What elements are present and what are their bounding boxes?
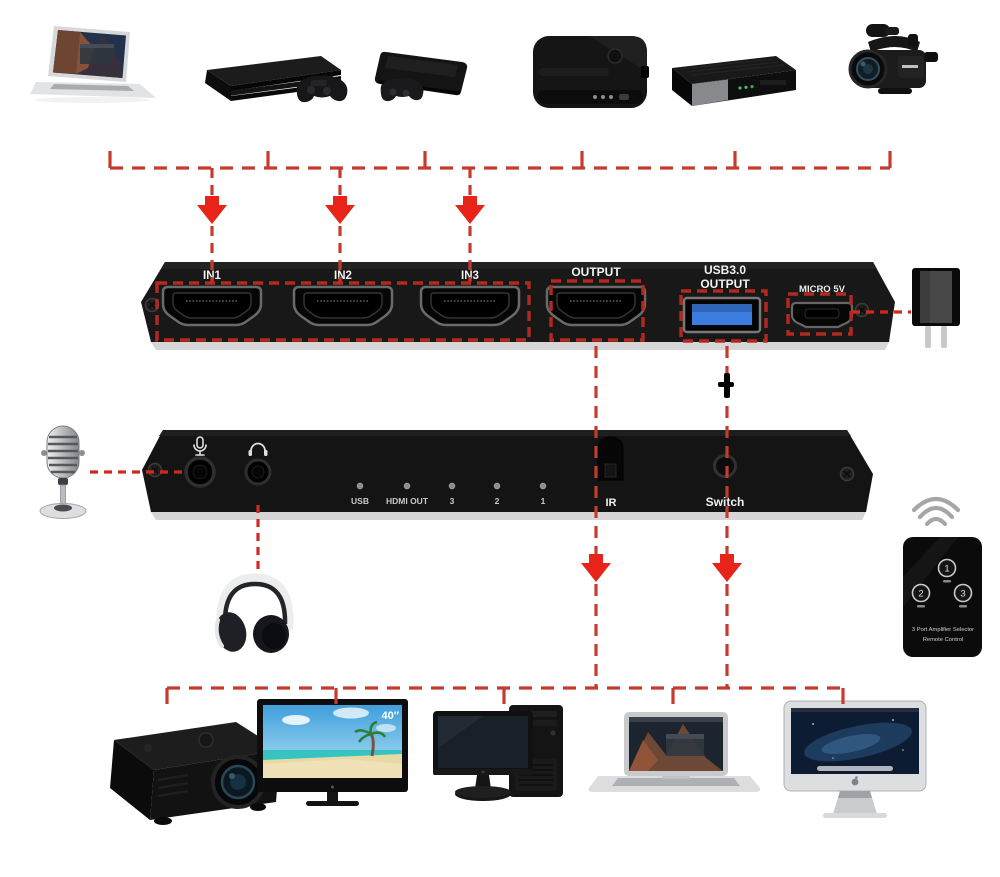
mic-jack: [184, 456, 216, 488]
led-label-hdmi-out: HDMI OUT: [386, 496, 429, 506]
micro-usb-port: [790, 301, 854, 329]
remote-control-icon: 1 2 3 3 Port Amplifier Selector Remote C…: [903, 537, 982, 657]
in3-label: IN3: [461, 270, 479, 282]
streaming-tv-box-icon: [503, 28, 671, 118]
output-arrow-icon: [581, 554, 611, 582]
wireless-signal-icon: [905, 486, 967, 530]
apple-logo-icon: [851, 776, 859, 786]
led-label-2: 2: [495, 496, 500, 506]
switch-front-panel: USB HDMI OUT 3 2 1 IR Switch: [142, 430, 873, 520]
ps4-controller: [296, 75, 348, 103]
hdmi-port-in1: [161, 285, 263, 327]
screw-icon: [144, 297, 160, 313]
input-arrow-icon: [455, 196, 485, 224]
output-arrow-icon: [712, 554, 742, 582]
screw-icon: [854, 302, 870, 318]
switch-label: Switch: [706, 495, 745, 509]
headphone-jack: [244, 458, 272, 486]
remote-button-3-label: 3: [960, 589, 965, 600]
remote-button-2: [911, 583, 931, 603]
switch-button: [713, 454, 737, 478]
switch-rear-panel: IN1 IN2 IN3 OUTPUT USB3.0 OUTPUT MICRO 5…: [141, 262, 895, 350]
status-leds: [356, 482, 547, 490]
tv-size-label: 40″: [381, 710, 399, 722]
ps4-console-icon: [193, 38, 348, 113]
remote-button-1: [937, 558, 957, 578]
camcorder-icon: [838, 18, 943, 113]
desktop-computer-icon: [433, 703, 573, 815]
remote-caption-line2: Remote Control: [923, 637, 964, 643]
remote-button-2-label: 2: [918, 589, 923, 600]
projector-icon: [88, 708, 288, 833]
hdmi-port-in3: [419, 285, 521, 327]
microphone-icon: [28, 423, 98, 523]
ps3-console-icon: [358, 32, 488, 122]
headphones-icon: [208, 570, 303, 662]
remote-caption-line1: 3 Port Amplifier Selector: [912, 627, 974, 633]
led-label-usb: USB: [351, 496, 369, 506]
hdmi-port-in2: [292, 285, 394, 327]
input-arrow-icon: [197, 196, 227, 224]
remote-button-3: [953, 583, 973, 603]
usb-cable-connector-icon: [718, 373, 734, 398]
output-label: OUTPUT: [571, 265, 621, 279]
tv-40-inch-icon: 40″: [256, 698, 411, 813]
usb3-port: [682, 296, 762, 334]
input-arrow-icon: [325, 196, 355, 224]
ir-label: IR: [606, 497, 617, 509]
usb3-label-line1: USB3.0: [704, 263, 746, 277]
macbook-laptop-icon: [588, 710, 760, 810]
macbook-laptop-icon: [28, 22, 166, 117]
ps3-controller: [380, 78, 424, 102]
in2-label: IN2: [334, 270, 352, 282]
ir-receiver: [597, 436, 624, 481]
micro-5v-label: MICRO 5V: [799, 284, 846, 295]
led-label-3: 3: [450, 496, 455, 506]
screw-icon: [147, 462, 163, 478]
in1-label: IN1: [203, 270, 222, 282]
remote-button-1-label: 1: [944, 564, 949, 575]
power-adapter-icon: [910, 268, 966, 350]
screw-icon: [839, 466, 855, 482]
led-label-1: 1: [541, 496, 546, 506]
usb3-label-line2: OUTPUT: [700, 277, 750, 291]
imac-icon: [773, 700, 938, 822]
set-top-box-icon: [660, 48, 802, 113]
microphone-glyph-icon: [193, 436, 207, 456]
headphones-glyph-icon: [248, 442, 268, 456]
hdmi-port-output: [545, 285, 647, 327]
